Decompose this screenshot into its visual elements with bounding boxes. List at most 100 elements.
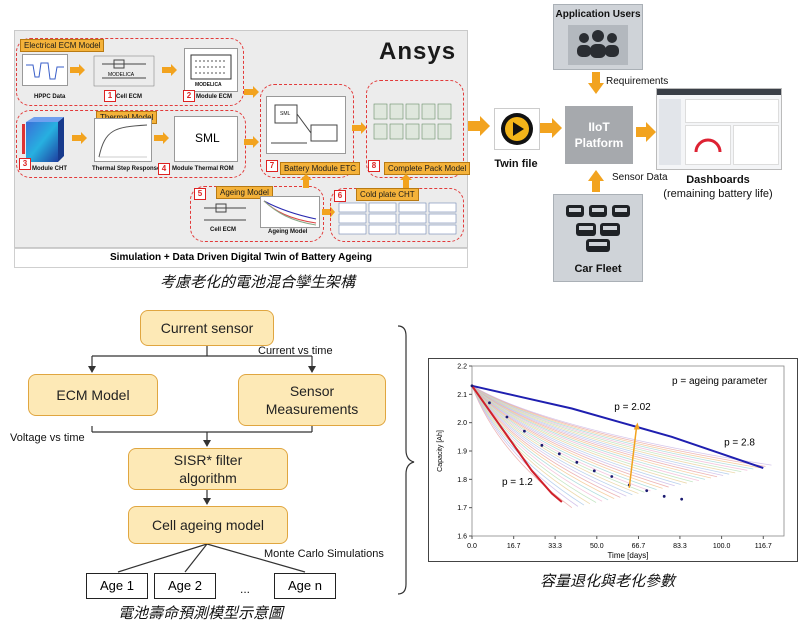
sensor-data-label: Sensor Data — [612, 172, 668, 183]
arrow-cht-to-step — [72, 132, 87, 144]
annotation-arrow — [628, 425, 638, 488]
badge-1: 1 — [104, 90, 116, 102]
age-n-box: Age n — [274, 573, 336, 599]
hppc-signal-icon — [26, 62, 64, 80]
thermal-step-plot — [94, 118, 152, 162]
pack-module-cell — [437, 103, 452, 120]
circuit-icon: MODELICA — [93, 55, 155, 87]
measured-point — [540, 443, 544, 447]
measured-point — [505, 415, 509, 419]
app-users-box: Application Users — [553, 4, 643, 70]
y-tick-label: 1.8 — [457, 477, 467, 484]
module-thermal-rom-label: Module Thermal ROM — [172, 166, 234, 172]
age-ellipsis: ... — [240, 582, 251, 596]
annotation-p12: p = 1.2 — [502, 477, 533, 488]
current-vs-time-label: Current vs time — [258, 345, 333, 357]
badge-8: 8 — [368, 160, 380, 172]
cars-icon — [560, 201, 636, 253]
annotation-p28: p = 2.8 — [724, 437, 755, 448]
monte-carlo-label: Monte Carlo Simulations — [264, 548, 384, 560]
battery-etc-diagram: SML — [266, 96, 346, 154]
x-tick-label: 33.3 — [548, 543, 562, 550]
arrow-twin-to-iiot — [540, 118, 562, 138]
badge-2: 2 — [183, 90, 195, 102]
pack-module-cell — [405, 123, 420, 140]
arrow-ageing-to-coldplate — [322, 206, 335, 218]
measured-point — [488, 401, 491, 405]
y-tick-label: 2.1 — [457, 392, 467, 399]
dashboards-sub-label: (remaining battery life) — [663, 188, 773, 200]
modelica-block-icon — [190, 54, 232, 80]
coldplate-cell — [398, 224, 427, 235]
coldplate-cell — [338, 213, 367, 224]
ageing-tag: Ageing Model — [216, 186, 273, 199]
arrow-hppc-to-cell — [70, 64, 85, 76]
dashboards-label: Dashboards — [686, 174, 750, 186]
requirements-label: Requirements — [606, 76, 669, 87]
pack-module-cell — [437, 123, 452, 140]
coldplate-cell — [368, 224, 397, 235]
cell-ecm-circuit: MODELICA — [92, 54, 156, 88]
module-cht-label: Module CHT — [32, 166, 67, 172]
gauge-icon — [694, 138, 722, 153]
pack-grid — [372, 100, 456, 144]
monte-carlo-curve — [471, 385, 675, 487]
twin-file-icon — [494, 108, 540, 150]
svg-text:MODELICA: MODELICA — [108, 72, 135, 78]
y-tick-label: 1.7 — [457, 505, 467, 512]
measured-point — [523, 429, 526, 433]
chart-title: 容量退化與老化參數 — [540, 572, 676, 590]
car-fleet-label: Car Fleet — [574, 263, 622, 275]
ageing-model-label: Ageing Model — [268, 229, 308, 235]
complete-pack-tag: Complete Pack Model — [384, 162, 471, 175]
monte-carlo-curve — [471, 385, 772, 466]
coldplate-grid — [338, 202, 458, 236]
coldplate-cell — [428, 213, 457, 224]
badge-4: 4 — [158, 163, 170, 175]
x-tick-label: 50.0 — [590, 543, 604, 550]
modelica-text: MODELICA — [195, 82, 222, 88]
pack-modules-icon — [373, 103, 452, 140]
users-icon — [568, 25, 628, 65]
x-tick-label: 116.7 — [755, 543, 772, 550]
coldplate-cell — [398, 202, 427, 213]
measured-point — [557, 452, 561, 456]
architecture-title: 考慮老化的電池混合孿生架構 — [160, 273, 356, 291]
electrical-ecm-region — [16, 38, 244, 106]
pack-module-cell — [421, 123, 436, 140]
coldplate-cell — [368, 202, 397, 213]
age-1-box: Age 1 — [86, 573, 148, 599]
dashboard-screenshot — [656, 88, 782, 170]
coldplate-cell — [428, 202, 457, 213]
ansys-logo: Ansys — [379, 38, 457, 65]
measured-point — [610, 475, 614, 478]
twin-file-label: Twin file — [494, 158, 538, 170]
y-axis-label: Capacity [Ah] — [437, 430, 444, 472]
arrow-panel-to-twin — [468, 116, 490, 136]
measured-point — [645, 489, 649, 493]
x-axis-label: Time [days] — [607, 551, 648, 560]
ecm-model-box: ECM Model — [28, 374, 158, 416]
x-tick-label: 66.7 — [632, 543, 646, 550]
measured-point — [470, 384, 474, 388]
y-tick-label: 2.2 — [457, 364, 467, 371]
thermal-step-label: Thermal Step Response — [92, 166, 161, 172]
cell-ageing-box: Cell ageing model — [128, 506, 288, 544]
thermal-rom-block: SML — [174, 116, 238, 162]
arrow-up-to-pack — [400, 174, 412, 188]
arrow-fleet-to-iiot — [588, 170, 604, 192]
car-fleet-box: Car Fleet — [553, 194, 643, 282]
badge-5: 5 — [194, 188, 206, 200]
coldplate-cell — [368, 213, 397, 224]
measured-point — [680, 497, 684, 501]
ageing-circuit-icon — [204, 203, 246, 221]
current-sensor-box: Current sensor — [140, 310, 274, 346]
complete-pack-region — [366, 80, 464, 178]
measured-point — [662, 494, 666, 498]
arrow-to-etc-upper — [244, 86, 259, 98]
flowchart-title: 電池壽命預測模型示意圖 — [118, 604, 284, 622]
badge-6: 6 — [334, 190, 346, 202]
badge-3: 3 — [19, 158, 31, 170]
